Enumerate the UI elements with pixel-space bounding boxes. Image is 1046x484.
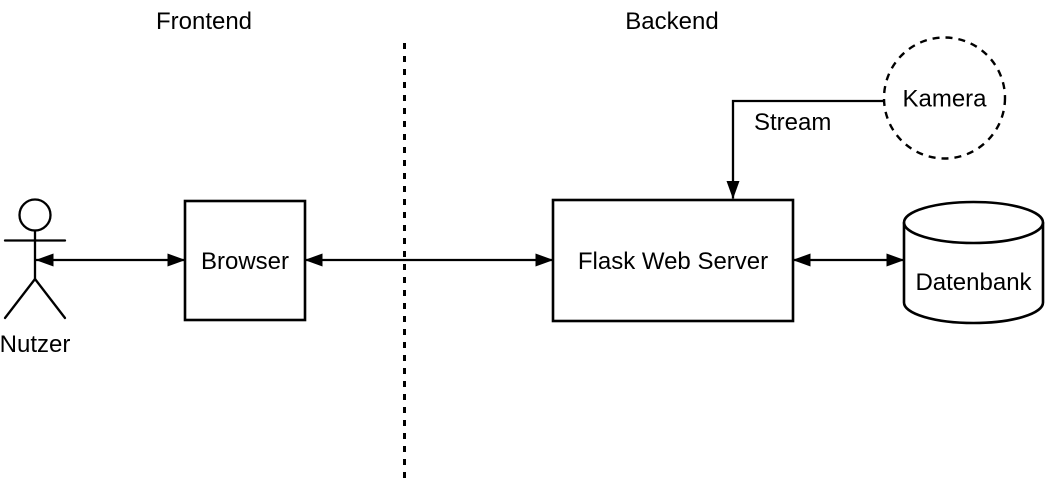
actor-left-leg [3,277,37,320]
edge-kamera-flask [726,99,883,199]
actor-right-leg [33,277,67,320]
nutzer-label: Nutzer [0,331,70,358]
stream-edge-label: Stream [754,109,831,136]
nutzer-actor-figure: Nutzer [0,198,70,358]
kamera-circle [882,36,1007,160]
frontend-lane-label: Frontend [156,8,252,35]
flask-label: Flask Web Server [578,248,768,275]
kamera-label: Kamera [902,86,987,113]
datenbank-node: Datenbank [902,200,1045,325]
flask-web-server-node: Flask Web Server [551,198,795,323]
datenbank-label: Datenbank [915,269,1032,296]
database-cylinder-top [902,200,1045,245]
database-cylinder-body [902,222,1045,325]
actor-head [18,198,52,232]
kamera-node: Kamera [882,36,1007,160]
browser-node: Browser [183,199,307,322]
backend-lane-label: Backend [625,8,718,35]
browser-label: Browser [201,248,289,275]
